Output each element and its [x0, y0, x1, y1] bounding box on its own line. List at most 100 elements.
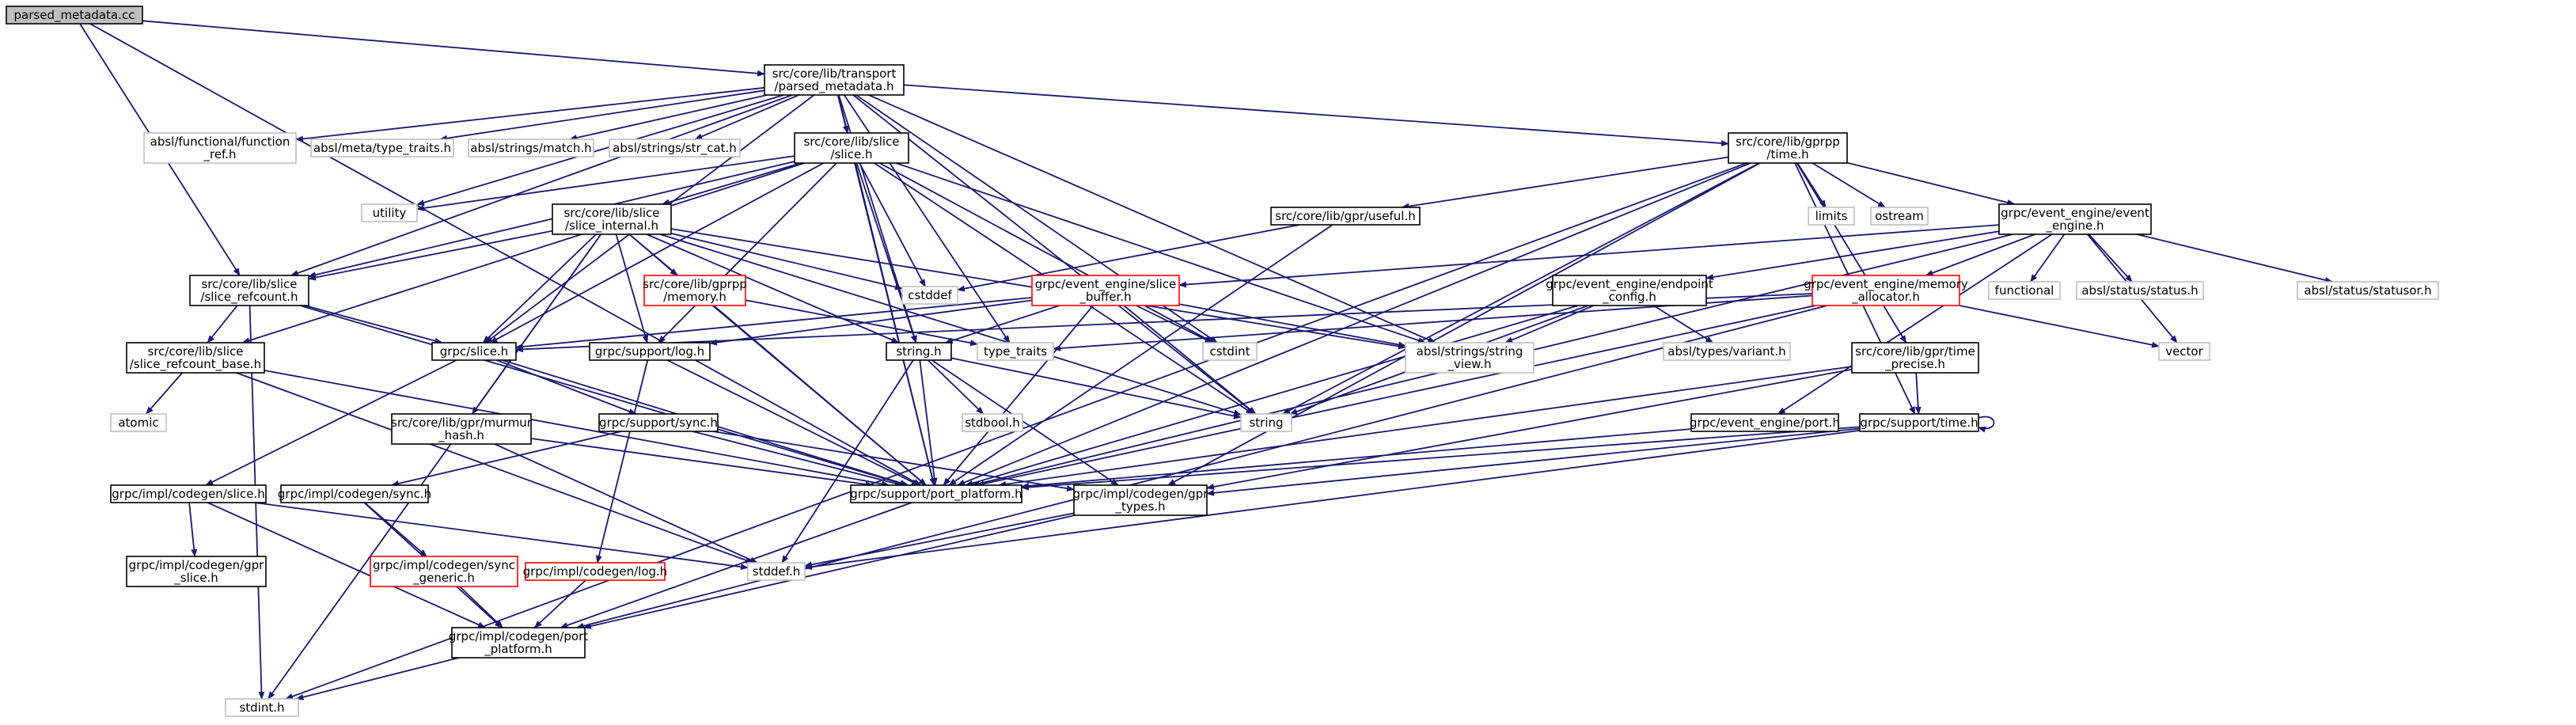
node-label: src/core/lib/slice [147, 344, 243, 359]
node-codegen-sync-generic[interactable]: grpc/impl/codegen/sync_generic.h [370, 556, 518, 587]
node-ee-endpoint-config[interactable]: grpc/event_engine/endpoint_config.h [1546, 275, 1713, 306]
node-ee-slice-buffer[interactable]: grpc/event_engine/slice_buffer.h [1031, 275, 1180, 306]
node-absl-str-cat[interactable]: absl/strings/str_cat.h [609, 139, 741, 158]
edge-parsed_metadata_h-to-absl_str_cat [694, 94, 799, 140]
node-codegen-gpr-slice[interactable]: grpc/impl/codegen/gpr_slice.h [126, 556, 267, 587]
node-codegen-log[interactable]: grpc/impl/codegen/log.h [523, 562, 668, 581]
node-codegen-sync[interactable]: grpc/impl/codegen/sync.h [278, 484, 431, 503]
node-box [361, 203, 418, 222]
edge-support_log-to-codegen_log [595, 359, 649, 564]
node-string-view[interactable]: absl/strings/string_view.h [1405, 342, 1535, 374]
node-parsed-metadata-cc[interactable]: parsed_metadata.cc [6, 6, 143, 25]
edge-gprpp_memory-to-port_platform [711, 305, 927, 486]
node-label: _slice.h [173, 571, 218, 586]
node-box [2297, 281, 2439, 300]
node-support-sync[interactable]: grpc/support/sync.h [598, 413, 719, 432]
node-codegen-port-platform[interactable]: grpc/impl/codegen/port_platform.h [449, 627, 588, 659]
edge-gpr_useful-to-cstddef [957, 224, 1300, 292]
edge-codegen_slice-to-stddef [254, 502, 749, 571]
node-absl-match[interactable]: absl/strings/match.h [468, 139, 594, 158]
edge-slice_h-to-grpc_slice [489, 162, 825, 344]
node-slice-refcount[interactable]: src/core/lib/slice/slice_refcount.h [189, 275, 309, 306]
edge-murmur_hash-to-port_platform [530, 438, 874, 488]
edge-parsed_metadata_h-to-string [852, 94, 1256, 415]
node-stddef[interactable]: stddef.h [747, 562, 806, 581]
edge-ee_memory_allocator-to-vector [1959, 305, 2160, 348]
node-box [1851, 342, 1979, 374]
edge-codegen_slice-to-codegen_gpr_slice [188, 502, 198, 557]
edge-port_platform-to-codegen_port_platform [560, 502, 912, 628]
node-label: utility [373, 206, 407, 220]
node-label: ostream [1875, 209, 1924, 223]
node-box [391, 413, 532, 445]
node-label: cstdint [1209, 344, 1250, 359]
node-ee-port[interactable]: grpc/event_engine/port.h [1690, 413, 1840, 432]
node-support-log[interactable]: grpc/support/log.h [589, 342, 711, 361]
node-string-h[interactable]: string.h [886, 342, 952, 361]
node-box [794, 132, 909, 164]
node-type-traits[interactable]: type_traits [977, 342, 1054, 361]
node-limits[interactable]: limits [1808, 207, 1855, 226]
edge-string_h-to-string [950, 357, 1242, 419]
node-box [143, 132, 297, 164]
node-label: functional [1995, 283, 2054, 298]
edge-parsed_metadata_h-to-absl_type_traits [439, 89, 765, 142]
node-absl-statusor[interactable]: absl/status/statusor.h [2297, 281, 2439, 300]
node-grpc-slice[interactable]: grpc/slice.h [431, 342, 517, 361]
node-atomic[interactable]: atomic [110, 413, 167, 432]
node-codegen-gpr-types[interactable]: grpc/impl/codegen/gpr_types.h [1073, 484, 1209, 516]
node-absl-type-traits[interactable]: absl/meta/type_traits.h [310, 139, 454, 158]
edge-gprpp_time-to-ostream [1812, 162, 1886, 208]
node-stdint[interactable]: stdint.h [225, 698, 299, 717]
edge-support_log-to-port_platform [666, 359, 920, 486]
node-ee-memory-allocator[interactable]: grpc/event_engine/memory_allocator.h [1804, 275, 1968, 306]
edge-parsed_metadata_h-to-utility [416, 94, 784, 206]
node-absl-status[interactable]: absl/status/status.h [2076, 281, 2204, 300]
node-layer: parsed_metadata.cc src/core/lib/transport… [6, 6, 2439, 717]
edge-string_h-to-stddef [781, 359, 914, 564]
edge-slice_h-to-cstdint [878, 162, 1215, 344]
node-label: absl/strings/string [1417, 344, 1523, 359]
node-gprpp-time[interactable]: src/core/lib/gprpp/time.h [1728, 132, 1848, 164]
edge-ee_slice_buffer-to-cstdint [1136, 305, 1213, 344]
node-label: type_traits [984, 344, 1047, 359]
node-support-time[interactable]: grpc/support/time.h [1859, 413, 1979, 432]
node-box [901, 286, 958, 305]
node-cstdint[interactable]: cstdint [1202, 342, 1258, 361]
node-port-platform[interactable]: grpc/support/port_platform.h [850, 484, 1022, 503]
node-time-precise[interactable]: src/core/lib/gpr/time_precise.h [1851, 342, 1979, 374]
node-utility[interactable]: utility [361, 203, 418, 222]
node-vector[interactable]: vector [2158, 342, 2210, 361]
edge-ee_slice_buffer-to-string_view [1178, 303, 1406, 348]
node-label: string [1249, 416, 1283, 430]
node-box [1988, 281, 2061, 300]
node-slice-refcount-base[interactable]: src/core/lib/slice/slice_refcount_base.h [126, 342, 265, 374]
node-gprpp-memory[interactable]: src/core/lib/gprpp/memory.h [643, 275, 747, 306]
node-box [1552, 275, 1707, 306]
node-label: cstddef [908, 288, 952, 302]
node-box [2158, 342, 2210, 361]
node-slice-h[interactable]: src/core/lib/slice/slice.h [794, 132, 909, 164]
node-gpr-useful[interactable]: src/core/lib/gpr/useful.h [1270, 207, 1421, 226]
edge-slice_internal-to-stdint [267, 233, 602, 700]
node-box [2076, 281, 2204, 300]
node-box [1405, 342, 1535, 374]
node-ee-engine[interactable]: grpc/event_engine/event_engine.h [1998, 203, 2152, 235]
node-absl-function-ref[interactable]: absl/functional/function_ref.h [143, 132, 297, 164]
node-slice-internal[interactable]: src/core/lib/slice/slice_internal.h [552, 203, 672, 235]
edge-slice_internal-to-grpc_slice [482, 233, 597, 344]
node-box [589, 342, 711, 361]
node-string[interactable]: string [1240, 413, 1292, 432]
node-stdbool[interactable]: stdbool.h [962, 413, 1023, 432]
node-label: /parsed_metadata.h [775, 79, 894, 94]
node-parsed-metadata-h[interactable]: src/core/lib/transport/parsed_metadata.h [764, 64, 905, 96]
node-box [110, 484, 267, 503]
node-murmur-hash[interactable]: src/core/lib/gpr/murmur_hash.h [391, 413, 533, 445]
edge-ee_engine-to-functional [2030, 233, 2066, 283]
node-ostream[interactable]: ostream [1870, 207, 1929, 226]
node-codegen-slice[interactable]: grpc/impl/codegen/slice.h [110, 484, 267, 503]
node-absl-variant[interactable]: absl/types/variant.h [1663, 342, 1791, 361]
node-cstddef[interactable]: cstddef [901, 286, 958, 305]
node-functional[interactable]: functional [1988, 281, 2061, 300]
edge-parsed_metadata_cc-to-port_platform [89, 23, 922, 486]
